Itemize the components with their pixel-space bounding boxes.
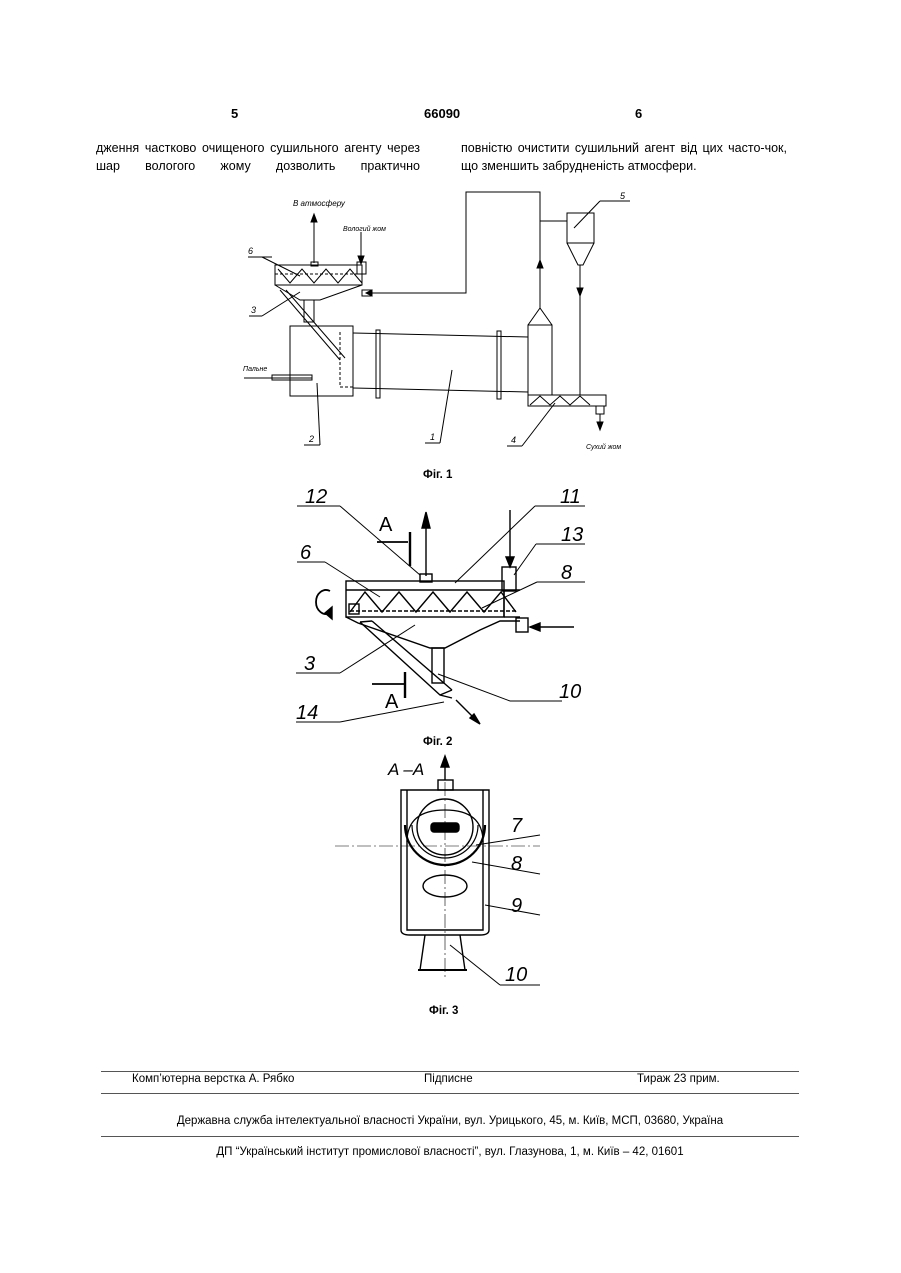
- label-dry-pulp: Сухий жом: [586, 443, 621, 451]
- callout-3: 3: [304, 653, 315, 675]
- label-fuel: Пальне: [243, 366, 267, 373]
- callout-9: 9: [511, 895, 522, 917]
- callout-1: 1: [430, 432, 435, 442]
- callout-6: 6: [300, 542, 312, 564]
- paragraph-right: повністю очистити сушильний агент від ци…: [461, 139, 787, 175]
- callout-10: 10: [559, 681, 581, 703]
- figure-2-drawing: A A: [290, 482, 610, 732]
- figure-3-drawing: A –A 7 8 9 10: [330, 752, 550, 992]
- callout-10: 10: [505, 964, 527, 986]
- footer-institute: ДП “Український інститут промислової вла…: [101, 1146, 799, 1158]
- callout-13: 13: [561, 524, 583, 546]
- footer-rule-middle: [101, 1093, 799, 1094]
- section-mark-bottom: A: [385, 691, 399, 713]
- text-column-left: дження частково очищеного сушильного аге…: [96, 139, 420, 175]
- callout-3: 3: [251, 305, 256, 315]
- callout-4: 4: [511, 435, 516, 445]
- section-mark-top: A: [379, 514, 393, 536]
- figure-3-caption: Фіг. 3: [429, 1005, 458, 1017]
- label-to-atmosphere: В атмосферу: [293, 199, 346, 208]
- footer-rule-top: [101, 1071, 799, 1072]
- callout-6: 6: [248, 246, 253, 256]
- figure-1-caption: Фіг. 1: [423, 469, 452, 481]
- callout-8: 8: [561, 562, 572, 584]
- left-page-number: 5: [231, 106, 238, 121]
- label-wet-pulp: Вологий жом: [343, 225, 386, 233]
- text-column-right: повністю очистити сушильний агент від ци…: [461, 139, 787, 175]
- figure-2-caption: Фіг. 2: [423, 736, 452, 748]
- paragraph-left: дження частково очищеного сушильного аге…: [96, 139, 420, 175]
- patent-number: 66090: [424, 106, 460, 121]
- footer-typesetting: Комп’ютерна верстка А. Рябко: [132, 1073, 294, 1085]
- callout-5: 5: [620, 191, 626, 201]
- callout-12: 12: [305, 486, 327, 508]
- callout-11: 11: [560, 486, 581, 508]
- footer-rule-bottom: [101, 1136, 799, 1137]
- figure-1-drawing: В атмосферу Вологий жом 5 Пальне Сухий ж…: [236, 188, 636, 458]
- callout-7: 7: [511, 815, 523, 837]
- right-page-number: 6: [635, 106, 642, 121]
- callout-14: 14: [296, 702, 318, 724]
- callout-2: 2: [308, 434, 314, 444]
- callout-8: 8: [511, 853, 522, 875]
- footer-office: Державна служба інтелектуальної власност…: [101, 1115, 799, 1127]
- footer-signed: Підписне: [424, 1073, 473, 1085]
- footer-circulation: Тираж 23 прим.: [637, 1073, 720, 1085]
- section-title-a-a: A –A: [387, 760, 424, 779]
